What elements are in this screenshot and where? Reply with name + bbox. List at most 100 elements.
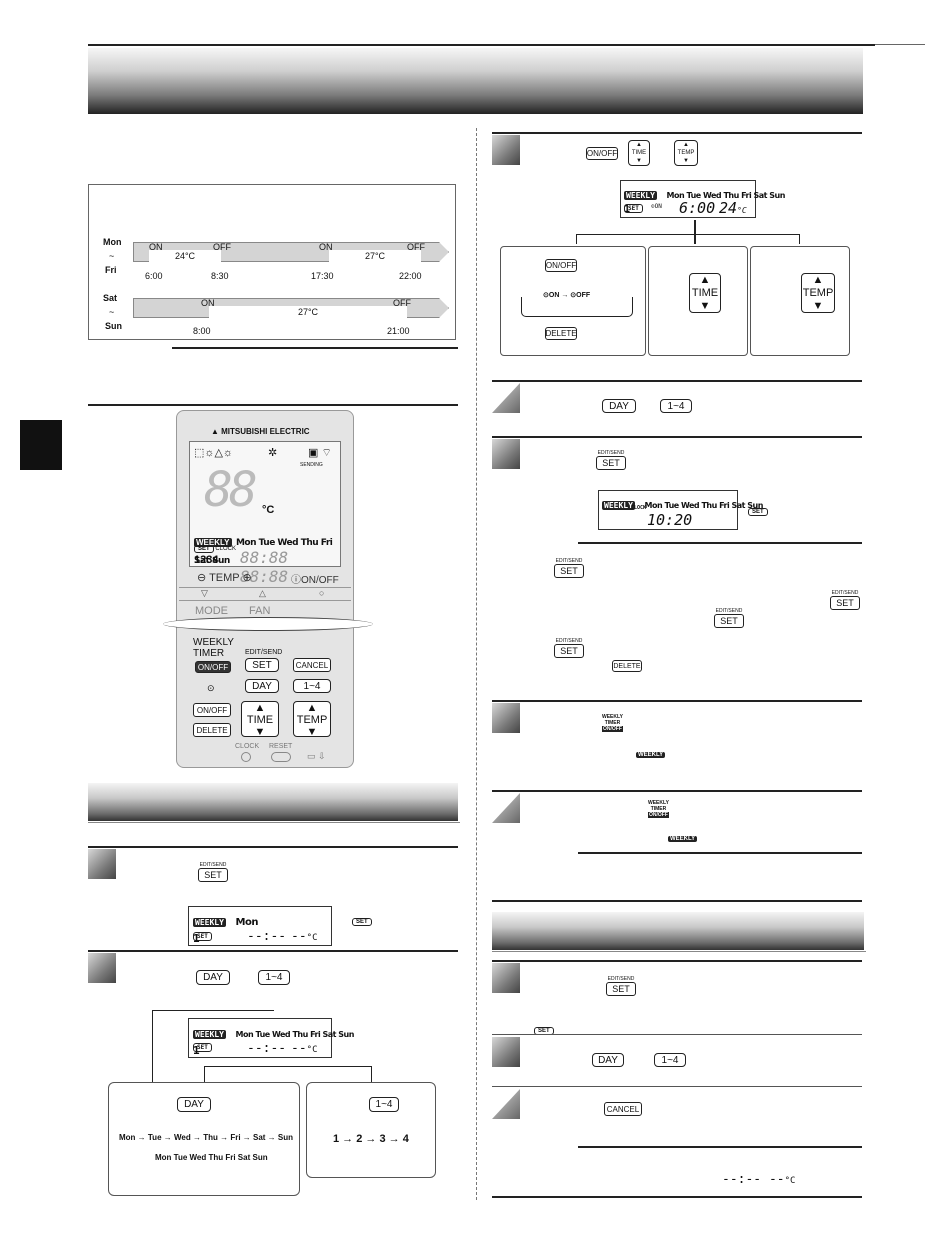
r3lcd-time: 10:20 — [647, 511, 693, 529]
column-divider — [476, 128, 477, 1200]
left-step2-marker — [88, 953, 116, 983]
right-step1-marker — [492, 135, 520, 165]
reset-button[interactable] — [271, 752, 291, 762]
temp-box: ▲TEMP▼ — [750, 246, 850, 356]
lcd-num: 1 — [193, 932, 200, 945]
rlcd-temp: 24°C — [719, 199, 747, 217]
remote-weekly-onoff[interactable]: ON/OFF — [195, 661, 231, 673]
we-time-2: 21:00 — [387, 326, 410, 336]
remote-control: ▲ MITSUBISHI ELECTRIC ⬚☼△☼ ✲ ▣ ⌔ 88 °C S… — [163, 410, 373, 768]
loop-line-left — [152, 1010, 274, 1082]
remote-weekly: WEEKLY Mon Tue Wed Thu Fri Sat Sun — [194, 538, 333, 566]
remote-set-clock: SET CLOCK — [194, 545, 236, 553]
remote-range-button[interactable]: 1~4 — [293, 679, 331, 693]
day-sequence: Mon → Tue → Wed → Thu → Fri → Sat → Sun — [119, 1133, 294, 1142]
section-bar-left — [88, 783, 458, 821]
right-step3-marker — [492, 439, 520, 469]
remote-cancel-button[interactable]: CANCEL — [293, 658, 331, 672]
clock-button[interactable] — [241, 752, 251, 762]
remote-day-button[interactable]: DAY — [245, 679, 279, 693]
wd-time-4: 22:00 — [399, 271, 422, 281]
day-cycle-box: DAY Mon → Tue → Wed → Thu → Fri → Sat → … — [108, 1082, 300, 1196]
right-step2-day: DAY — [602, 399, 636, 413]
wd-time-3: 17:30 — [311, 271, 334, 281]
left-step1-marker — [88, 849, 116, 879]
section-tab — [20, 420, 62, 470]
rlcd-num: 1 — [624, 204, 631, 215]
right-s2-cancel: CANCEL — [604, 1102, 642, 1116]
big-digits: 88 — [204, 462, 258, 518]
range-cycle-box: 1~4 1 → 2 → 3 → 4 — [306, 1082, 436, 1178]
lcd-blank-time: --:-- — [247, 929, 287, 944]
right-step5-rule — [492, 790, 862, 792]
right-section-end-rule — [492, 900, 862, 902]
cover-wave — [163, 617, 373, 631]
weekday-tilde: ~ — [109, 251, 115, 261]
weekday-segment-1: 24°C — [149, 250, 221, 262]
lcd2-set: SET — [193, 1043, 212, 1052]
remote-set-button[interactable]: SET — [245, 658, 279, 672]
step4-weekly-badge: WEEKLY — [636, 752, 666, 758]
section-bar-right — [492, 912, 864, 950]
clock-label: CLOCK — [235, 743, 260, 750]
temp-control-label: ⊖ TEMP ⊕ — [197, 572, 252, 584]
right-s2-day: DAY — [592, 1053, 624, 1067]
fan-button[interactable]: FAN — [249, 605, 271, 617]
time-box-button: ▲TIME▼ — [689, 273, 721, 313]
onoff-box: ON/OFF ⊙ON → ⊙OFF DELETE — [500, 246, 646, 356]
left-step1-set-chip: SET — [352, 910, 372, 928]
brand-logo: ▲ MITSUBISHI ELECTRIC — [211, 427, 310, 436]
right-s2-range: 1~4 — [654, 1053, 686, 1067]
right-bottom-rule — [492, 1196, 862, 1198]
right-step3-lcd: WEEKLY Mon Tue Wed Thu Fri Sat Sun CLOCK… — [598, 490, 763, 530]
right-step3-set-chip: SET — [748, 500, 768, 518]
note-rule — [172, 347, 458, 349]
right-step5-note-rule — [578, 852, 862, 854]
mode-button[interactable]: MODE — [195, 605, 228, 617]
right-step3-note-rule — [578, 542, 862, 544]
arrow-row: ▽△○ — [179, 587, 351, 601]
r3lcd-days: Mon Tue Wed Thu Fri Sat Sun — [644, 501, 764, 510]
right-step5-marker — [492, 793, 520, 823]
note-delete-icon: DELETE — [612, 660, 642, 672]
reset-label: RESET — [269, 743, 293, 750]
top-rule-thin — [875, 44, 925, 45]
rlcd-weekly: WEEKLY — [624, 191, 657, 200]
right-s2-step1-rule — [492, 960, 862, 962]
right-s2-set-chip: SET — [534, 1019, 554, 1037]
power-label: ⓘON/OFF — [291, 575, 339, 586]
rlcd-set: SET — [624, 204, 643, 213]
left-step1-rule — [88, 846, 458, 848]
remote-onoff-button[interactable]: ON/OFF — [193, 703, 231, 717]
section-bar-left-rule — [88, 822, 460, 823]
connector-mid — [694, 220, 696, 244]
section-bar-right-rule — [492, 951, 866, 952]
left-step2-day-button: DAY — [196, 970, 230, 985]
remote-temp-button[interactable]: ▲TEMP▼ — [293, 701, 331, 738]
left-section-rule — [88, 404, 458, 406]
lcd2-blank-temp: --°C — [291, 1041, 318, 1056]
wd-time-2: 8:30 — [211, 271, 229, 281]
weekend-tilde: ~ — [109, 307, 115, 317]
remote-digits: 88:88 88:88 — [240, 548, 289, 586]
loop-line-mid — [204, 1066, 244, 1082]
battery-icon: ▭ ⇩ — [307, 751, 326, 761]
wd-off-2: OFF — [407, 242, 425, 252]
weekday-label-end: Fri — [105, 265, 117, 275]
range-cycle-button: 1~4 — [369, 1097, 399, 1112]
lcd-set: SET — [193, 932, 212, 941]
rlcd-days: Mon Tue Wed Thu Fri Sat Sun — [666, 191, 786, 200]
right-temp-button: ▲TEMP▼ — [674, 140, 698, 166]
weekday-segment-2: 27°C — [329, 250, 421, 262]
remote-time-button[interactable]: ▲TIME▼ — [241, 701, 279, 738]
remote-delete-button[interactable]: DELETE — [193, 723, 231, 737]
right-s2-step3-marker — [492, 1089, 520, 1119]
signal-icon: ▣ ⌔ — [308, 447, 332, 459]
rlcd-on: ⊙ON — [651, 203, 662, 210]
